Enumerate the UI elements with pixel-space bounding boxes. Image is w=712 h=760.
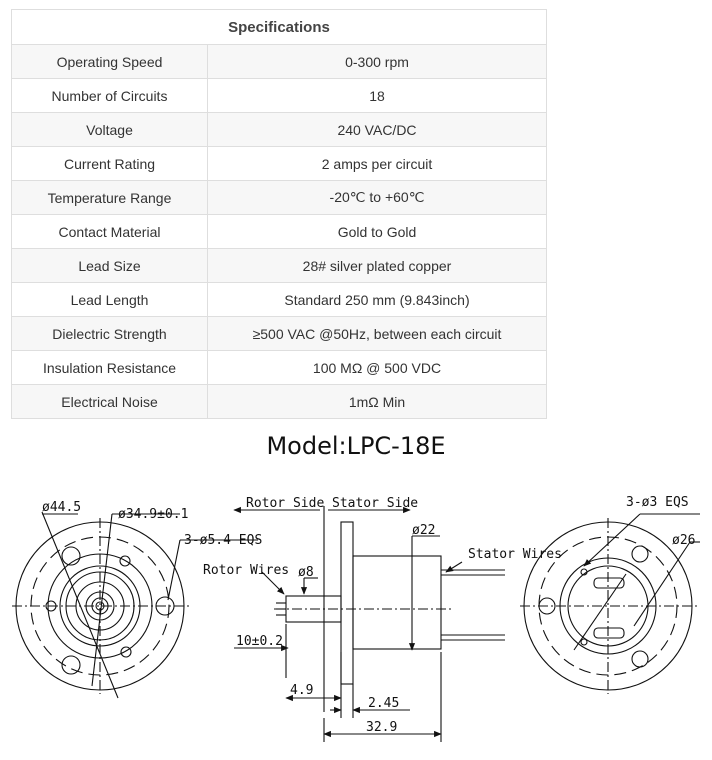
spec-label: Number of Circuits [11,78,208,113]
spec-value: -20℃ to +60℃ [207,180,547,215]
technical-drawing: ø44.5 ø34.9±0.1 3-ø5.4 EQS Rotor Side St… [12,495,700,742]
table-title: Specifications [11,9,547,45]
left-holes-label: 3-ø5.4 EQS [184,533,262,548]
left-d-pcd-label: ø34.9±0.1 [118,507,188,522]
left-d-outer-label: ø44.5 [42,500,81,515]
rotor-side-label: Rotor Side [246,496,324,511]
total-length-label: 32.9 [366,720,397,735]
spec-label: Operating Speed [11,44,208,79]
model-title: Model:LPC-18E [266,432,446,460]
left-end-view [12,511,258,699]
spec-value: 100 MΩ @ 500 VDC [207,350,547,385]
stator-wires-label: Stator Wires [468,547,562,562]
spec-label: Contact Material [11,214,208,249]
dim-a-label: 4.9 [290,683,313,698]
spec-value: 1mΩ Min [207,384,547,419]
spec-value: 0-300 rpm [207,44,547,79]
flange-thickness-label: 2.45 [368,696,399,711]
spec-label: Dielectric Strength [11,316,208,351]
spec-row: Dielectric Strength≥500 VAC @50Hz, betwe… [11,316,547,351]
spec-value: 18 [207,78,547,113]
spec-label: Lead Size [11,248,208,283]
spec-value: ≥500 VAC @50Hz, between each circuit [207,316,547,351]
spec-label: Current Rating [11,146,208,181]
side-view [233,506,505,742]
spec-label: Lead Length [11,282,208,317]
shaft-diameter-label: ø8 [298,565,314,580]
body-diameter-label: ø22 [412,523,435,538]
right-d-body-label: ø26 [672,533,695,548]
spec-row: Temperature Range-20℃ to +60℃ [11,180,547,215]
spec-value: 28# silver plated copper [207,248,547,283]
spec-value: Standard 250 mm (9.843inch) [207,282,547,317]
shaft-length-label: 10±0.2 [236,634,283,649]
spec-value: 240 VAC/DC [207,112,547,147]
right-end-view [520,513,700,694]
spec-value: 2 amps per circuit [207,146,547,181]
rotor-wires-label: Rotor Wires [203,563,289,578]
spec-label: Insulation Resistance [11,350,208,385]
spec-label: Voltage [11,112,208,147]
stator-side-label: Stator Side [332,496,418,511]
spec-value: Gold to Gold [207,214,547,249]
right-holes-label: 3-ø3 EQS [626,495,689,510]
spec-label: Temperature Range [11,180,208,215]
spec-label: Electrical Noise [11,384,208,419]
